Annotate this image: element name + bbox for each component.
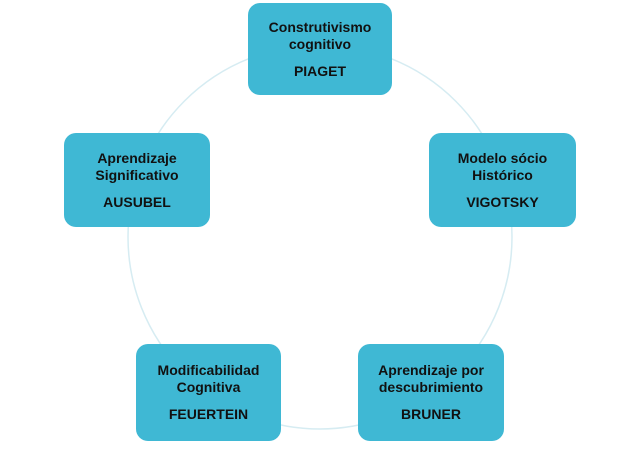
- node-bruner-title: Aprendizaje por descubrimiento: [378, 362, 484, 395]
- node-feuertein-title: Modificabilidad Cognitiva: [157, 362, 260, 395]
- node-piaget-title: Construtivismo cognitivo: [268, 18, 372, 52]
- node-feuertein-author: FEUERTEIN: [168, 406, 249, 422]
- node-piaget: Construtivismo cognitivo PIAGET: [248, 3, 392, 95]
- node-ausubel-author: AUSUBEL: [103, 193, 171, 210]
- node-vigotsky-author: VIGOTSKY: [466, 193, 539, 210]
- node-piaget-author: PIAGET: [293, 62, 347, 79]
- node-feuertein: Modificabilidad Cognitiva FEUERTEIN: [136, 344, 281, 441]
- node-bruner: Aprendizaje por descubrimiento BRUNER: [358, 344, 504, 441]
- node-ausubel: Aprendizaje Significativo AUSUBEL: [64, 133, 210, 227]
- node-bruner-author: BRUNER: [401, 406, 461, 422]
- node-vigotsky: Modelo sócio Histórico VIGOTSKY: [429, 133, 576, 227]
- node-vigotsky-title: Modelo sócio Histórico: [457, 149, 548, 183]
- node-ausubel-title: Aprendizaje Significativo: [95, 149, 179, 183]
